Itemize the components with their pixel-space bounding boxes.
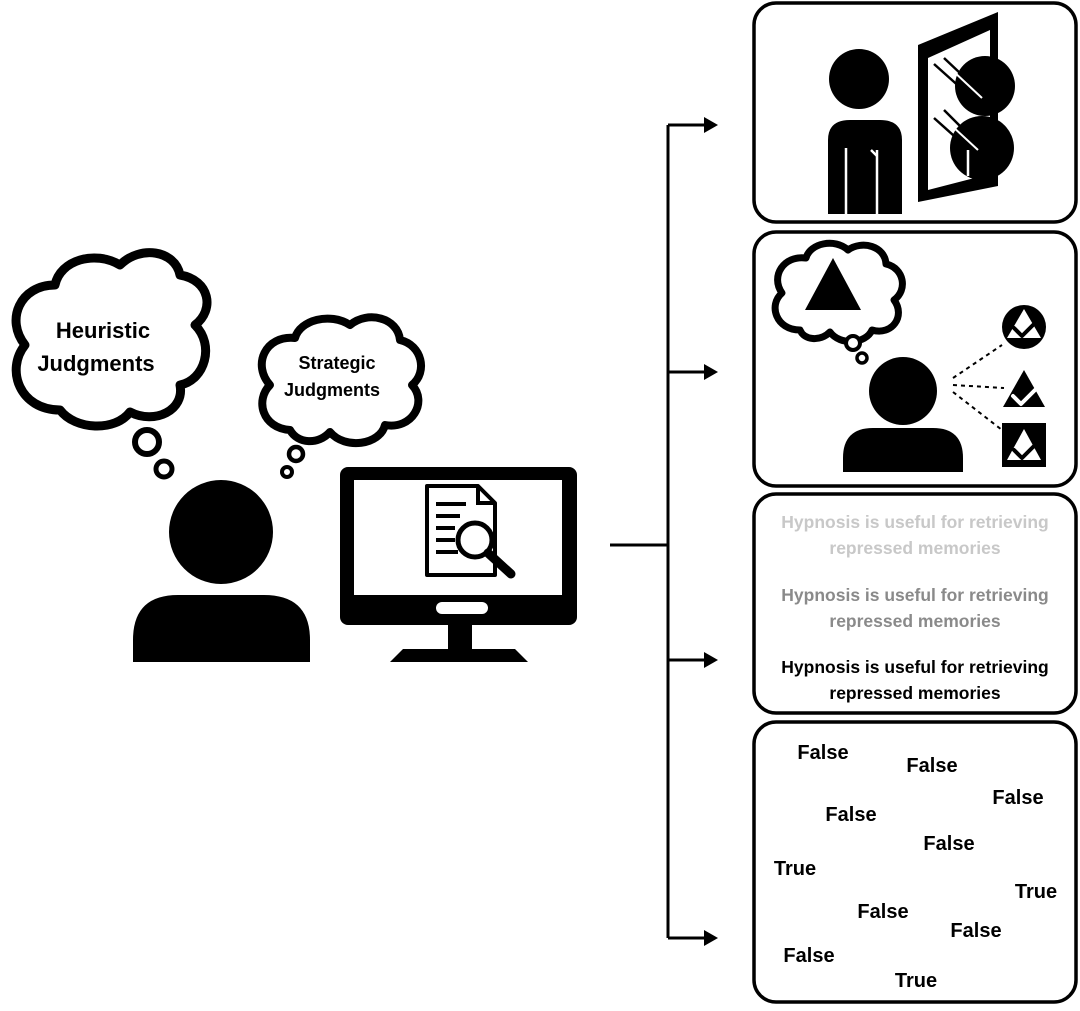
arrow-to-self-reflection	[704, 117, 718, 133]
repetition-word: False	[992, 787, 1043, 809]
repetition-word: False	[950, 920, 1001, 942]
strategic-thought-cloud: Strategic Judgments	[257, 313, 425, 479]
heuristic-label-line2: Judgments	[37, 351, 154, 376]
check-circle-icon	[1002, 305, 1046, 349]
arrow-to-repetition	[704, 930, 718, 946]
statement-low-contrast-line1: Hypnosis is useful for retrieving	[781, 512, 1048, 532]
person-icon	[133, 480, 310, 662]
branch-arrowheads	[704, 117, 718, 946]
statement-low-contrast-line2: repressed memories	[829, 538, 1000, 558]
arrow-to-prior-knowledge	[704, 364, 718, 380]
branch-connector	[610, 123, 706, 940]
repetition-word: True	[895, 970, 937, 992]
heuristic-label-line1: Heuristic	[56, 318, 150, 343]
repetition-word: True	[774, 858, 816, 880]
check-triangle-icon	[1003, 370, 1045, 407]
dotted-connectors	[952, 344, 1005, 431]
knowledge-person-icon	[843, 357, 963, 472]
repetition-word: False	[825, 804, 876, 826]
repetition-word: False	[923, 833, 974, 855]
triangle-thought-cloud	[771, 239, 906, 365]
repetition-word: False	[797, 742, 848, 764]
strategic-label-line1: Strategic	[298, 353, 375, 373]
repetition-word: False	[906, 755, 957, 777]
computer-monitor-icon	[340, 467, 577, 662]
panel-self-reflection	[752, 1, 1078, 224]
panel-repetition: False False False False False True True …	[752, 720, 1078, 1004]
repetition-word: False	[857, 901, 908, 923]
panel-fluency: Hypnosis is useful for retrieving repres…	[752, 492, 1078, 715]
arrow-to-fluency	[704, 652, 718, 668]
panel-prior-knowledge	[752, 230, 1078, 488]
mirror-person-icon	[828, 49, 902, 214]
check-square-icon	[1002, 423, 1046, 467]
mirror-icon	[918, 12, 1015, 202]
repetition-word: True	[1015, 881, 1057, 903]
heuristic-thought-cloud: Heuristic Judgments	[11, 248, 212, 480]
statement-high-contrast-line2: repressed memories	[829, 683, 1000, 703]
repetition-word: False	[783, 945, 834, 967]
statement-high-contrast-line1: Hypnosis is useful for retrieving	[781, 657, 1048, 677]
statement-mid-contrast-line2: repressed memories	[829, 611, 1000, 631]
strategic-label-line2: Judgments	[284, 380, 380, 400]
document-search-icon	[425, 484, 516, 579]
statement-mid-contrast-line1: Hypnosis is useful for retrieving	[781, 585, 1048, 605]
